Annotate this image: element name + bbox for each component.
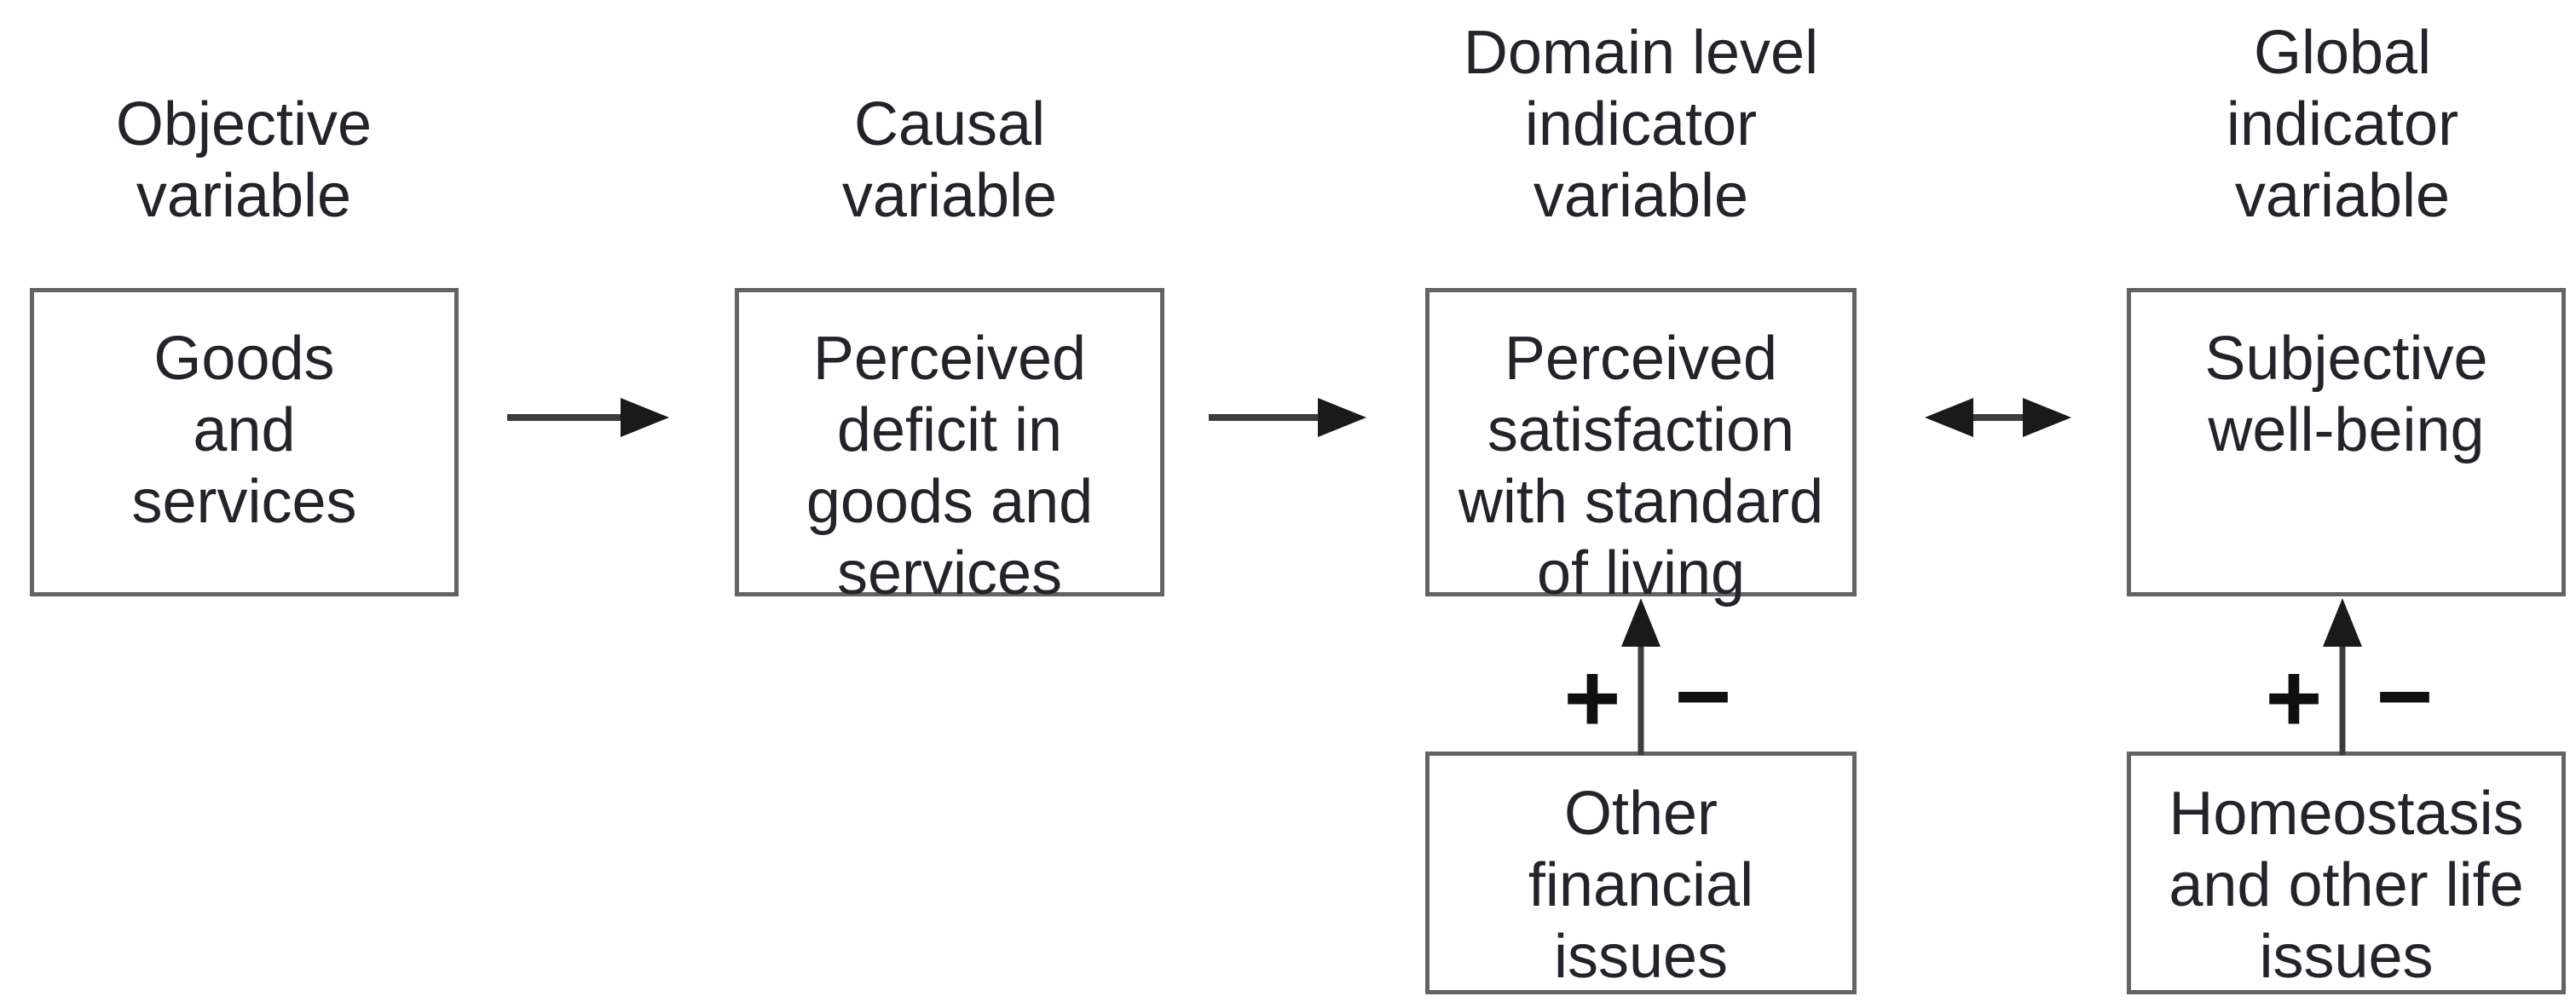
plus-sign-label: +	[2265, 643, 2323, 753]
plus-sign-label: +	[1563, 643, 1621, 753]
box-subjective-well-being: Subjective well-being	[2127, 288, 2566, 596]
header-domain-indicator-variable: Domain level indicator variable	[1463, 19, 1819, 230]
header-objective-variable: Objective variable	[115, 90, 373, 230]
arrow-goods-to-deficit-icon	[507, 398, 669, 437]
header-causal-variable: Causal variable	[841, 90, 1058, 230]
arrow-homeostasis-to-wellbeing-icon	[2323, 598, 2362, 755]
arrow-financial-to-satisfaction-icon	[1621, 598, 1661, 755]
box-homeostasis-issues: Homeostasis and other life issues	[2127, 752, 2566, 994]
box-other-financial-issues: Other financial issues	[1425, 752, 1857, 994]
box-perceived-deficit: Perceived deficit in goods and services	[735, 288, 1164, 608]
minus-sign-label: −	[2376, 642, 2434, 752]
minus-sign-label: −	[1674, 642, 1732, 752]
arrow-deficit-to-satisfaction-icon	[1209, 398, 1366, 437]
box-perceived-satisfaction: Perceived satisfaction with standard of …	[1425, 288, 1857, 608]
header-global-indicator-variable: Global indicator variable	[2226, 19, 2459, 230]
box-goods-and-services: Goods and services	[30, 288, 459, 596]
arrow-satisfaction-wellbeing-bidirectional-icon	[1925, 398, 2071, 437]
